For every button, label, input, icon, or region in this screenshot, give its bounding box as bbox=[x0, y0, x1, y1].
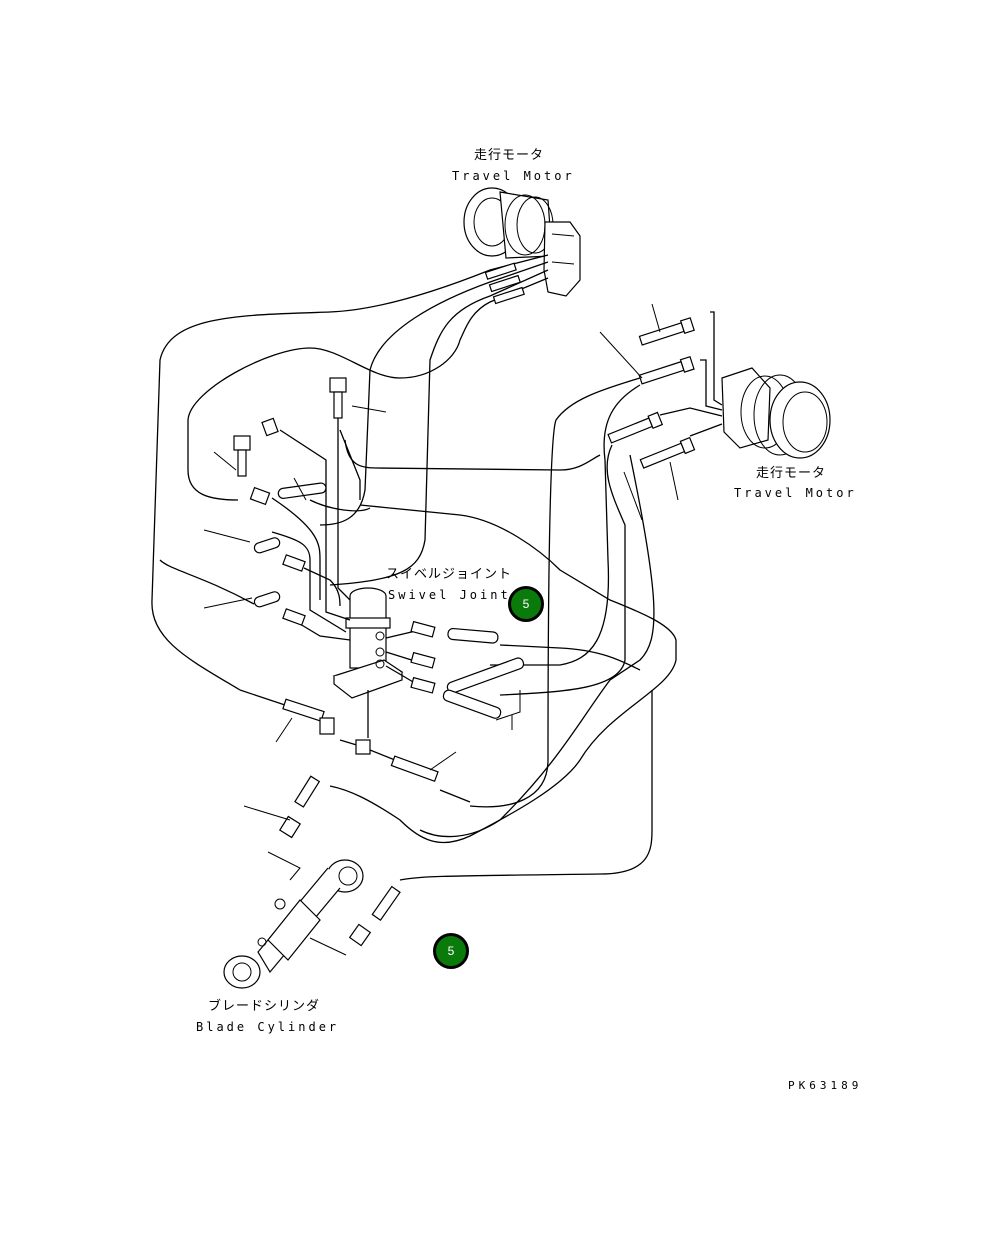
swivel-joint-en-label: Swivel Joint bbox=[388, 588, 511, 602]
blade-cylinder-en-label: Blade Cylinder bbox=[196, 1020, 340, 1034]
travel-motor-right-jp-label: 走行モータ bbox=[756, 466, 827, 481]
travel-motor-top-jp-label: 走行モータ bbox=[474, 148, 545, 163]
hoses-right-motor bbox=[419, 303, 723, 838]
swivel-joint bbox=[332, 587, 404, 699]
hoses-top-motor bbox=[151, 254, 549, 691]
drawing-number: PK63189 bbox=[788, 1079, 863, 1092]
blade-cylinder bbox=[223, 859, 364, 989]
callout-5-lower[interactable]: 5 bbox=[433, 933, 469, 969]
central-hoses bbox=[159, 377, 677, 956]
callout-5-upper[interactable]: 5 bbox=[508, 586, 544, 622]
travel-motor-right-en-label: Travel Motor bbox=[734, 486, 857, 500]
blade-cylinder-jp-label: ブレードシリンダ bbox=[208, 999, 321, 1014]
swivel-joint-jp-label: スイベルジョイント bbox=[386, 567, 513, 582]
travel-motor-right bbox=[721, 367, 831, 459]
travel-motor-top bbox=[463, 187, 581, 297]
travel-motor-top-en-label: Travel Motor bbox=[452, 169, 575, 183]
